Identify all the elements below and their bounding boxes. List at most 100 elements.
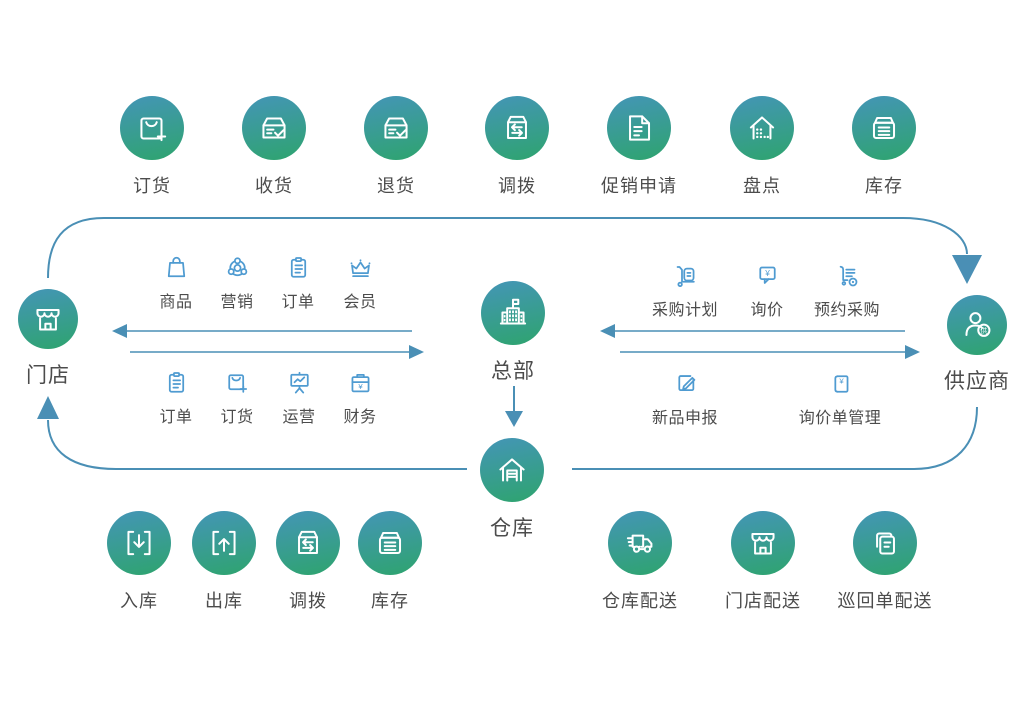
promotion-document-icon	[607, 96, 671, 160]
node-headquarters: 总部	[443, 281, 583, 385]
function-goods: 商品	[131, 252, 221, 312]
arrow-left-to-hq	[600, 324, 615, 338]
delivery-item-store: 门店配送	[703, 511, 823, 613]
receive-box-check-icon	[242, 96, 306, 160]
warehouse-item-outbound: 出库	[164, 511, 284, 613]
arrow-left-to-store	[112, 324, 127, 338]
svg-text:¥: ¥	[839, 377, 844, 386]
item-label: 调拨	[289, 591, 327, 611]
top-item-transfer: 调拨	[457, 96, 577, 198]
edit-pencil-icon	[670, 368, 701, 399]
storefront-icon	[18, 289, 78, 349]
inventory-box-lines-icon	[852, 96, 916, 160]
function-members: 会员	[315, 252, 405, 312]
function-order-goods: 订货	[192, 367, 282, 427]
people-group-icon	[222, 252, 253, 283]
top-item-return-goods: 退货	[336, 96, 456, 198]
shopping-bag-icon	[161, 252, 192, 283]
svg-text:¥: ¥	[764, 269, 770, 278]
function-orders: 订单	[253, 252, 343, 312]
item-label: 仓库配送	[602, 591, 678, 611]
storefront-icon	[731, 511, 795, 575]
node-store: 门店	[0, 289, 118, 389]
node-label: 供应商	[944, 370, 1010, 393]
warehouse-item-transfer: 调拨	[248, 511, 368, 613]
top-item-receive-goods: 收货	[214, 96, 334, 198]
function-reserved-purchase: 预约采购	[802, 260, 892, 320]
inventory-box-lines-icon	[358, 511, 422, 575]
arrow-right-to-hq	[409, 345, 424, 359]
function-label: 新品申报	[651, 410, 718, 427]
arrow-up-to-store	[37, 396, 59, 419]
item-label: 促销申请	[601, 176, 677, 196]
cash-box-icon: ¥	[345, 367, 376, 398]
function-marketing: 营销	[192, 252, 282, 312]
svg-text:¥: ¥	[358, 382, 363, 391]
stacked-documents-icon	[853, 511, 917, 575]
presentation-chart-icon	[284, 367, 315, 398]
item-label: 门店配送	[725, 591, 801, 611]
bag-plus-icon	[222, 367, 253, 398]
top-loop-line	[47, 217, 968, 279]
node-label: 总部	[491, 360, 535, 383]
delivery-item-warehouse: 仓库配送	[580, 511, 700, 613]
transfer-box-swap-icon	[485, 96, 549, 160]
warehouse-item-inbound: 入库	[79, 511, 199, 613]
function-label: 营销	[220, 294, 254, 311]
delivery-truck-icon	[608, 511, 672, 575]
arrow-down-to-supplier	[952, 255, 982, 284]
function-inquiry-management: ¥ 询价单管理	[780, 368, 900, 428]
function-price-inquiry: ¥ 询价	[722, 260, 812, 320]
function-label: 询价	[750, 302, 784, 319]
headquarters-building-icon	[481, 281, 545, 345]
function-label: 订单	[281, 294, 315, 311]
function-label: 会员	[343, 294, 377, 311]
clipboard-icon	[283, 252, 314, 283]
item-label: 订货	[133, 176, 171, 196]
function-label: 采购计划	[651, 302, 718, 319]
supplier-person-badge-icon: 供	[947, 295, 1007, 355]
stocktake-house-dots-icon	[730, 96, 794, 160]
top-item-promotion-apply: 促销申请	[579, 96, 699, 198]
node-warehouse: 仓库	[442, 438, 582, 542]
svg-text:供: 供	[980, 326, 987, 335]
crown-icon	[345, 252, 376, 283]
supplier-to-warehouse-line	[572, 406, 978, 470]
function-finance: ¥ 财务	[315, 367, 405, 427]
clipboard-icon	[161, 367, 192, 398]
transfer-box-swap-icon	[276, 511, 340, 575]
function-new-product-declare: 新品申报	[640, 368, 730, 428]
warehouse-item-inventory: 库存	[330, 511, 450, 613]
item-label: 巡回单配送	[837, 591, 933, 611]
arrow-right-to-supplier	[905, 345, 920, 359]
function-label: 预约采购	[813, 302, 880, 319]
item-label: 库存	[865, 176, 903, 196]
item-label: 退货	[377, 176, 415, 196]
outbound-arrow-icon	[192, 511, 256, 575]
function-label: 运营	[282, 409, 316, 426]
function-label: 商品	[159, 294, 193, 311]
order-goods-bag-plus-icon	[120, 96, 184, 160]
function-order-list: 订单	[131, 367, 221, 427]
function-label: 财务	[343, 409, 377, 426]
price-bubble-icon: ¥	[752, 260, 783, 291]
function-label: 订货	[220, 409, 254, 426]
function-label: 订单	[159, 409, 193, 426]
function-operations: 运营	[254, 367, 344, 427]
delivery-item-roving: 巡回单配送	[825, 511, 945, 613]
node-label: 仓库	[490, 517, 534, 540]
top-item-stocktake: 盘点	[702, 96, 822, 198]
function-purchase-plan: 采购计划	[640, 260, 730, 320]
function-label: 询价单管理	[798, 410, 882, 427]
hand-truck-icon	[832, 260, 863, 291]
item-label: 调拨	[498, 176, 536, 196]
item-label: 收货	[255, 176, 293, 196]
item-label: 入库	[120, 591, 158, 611]
warehouse-icon	[480, 438, 544, 502]
item-label: 出库	[205, 591, 243, 611]
node-label: 门店	[26, 364, 70, 387]
document-yen-icon: ¥	[825, 368, 856, 399]
top-item-order-goods: 订货	[92, 96, 212, 198]
